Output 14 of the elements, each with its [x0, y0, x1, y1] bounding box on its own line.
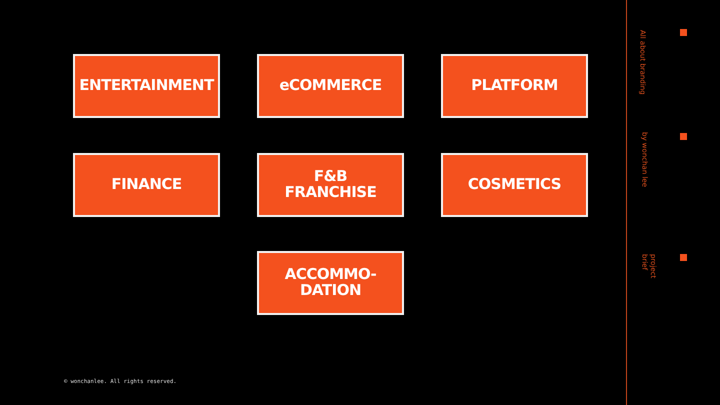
- category-box: [73, 153, 220, 217]
- category-box: [73, 54, 220, 118]
- category-box: [257, 54, 404, 118]
- category-box: [441, 54, 588, 118]
- category-box: [441, 153, 588, 217]
- category-box: [257, 153, 404, 217]
- category-label: ENTERTAINMENT: [79, 78, 214, 94]
- category-label: ACCOMMO- DATION: [284, 267, 378, 299]
- category-label: FINANCE: [111, 177, 182, 193]
- category-box: [257, 251, 404, 315]
- category-label: COSMETICS: [468, 177, 562, 193]
- category-label: F&B FRANCHISE: [284, 169, 378, 201]
- category-label: eCOMMERCE: [279, 78, 382, 94]
- category-label: PLATFORM: [471, 78, 558, 94]
